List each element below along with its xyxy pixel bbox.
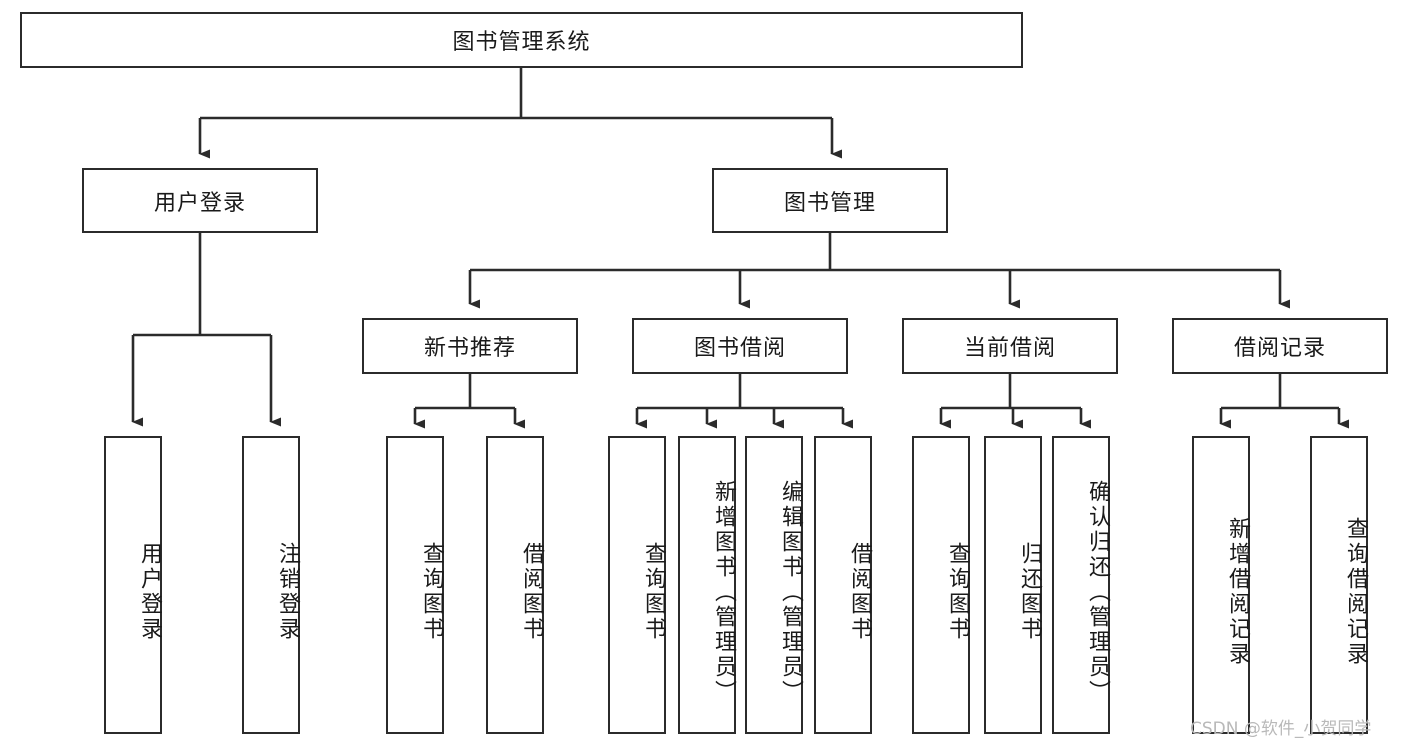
node-leaf-query-book-current-label: 查询图书 (945, 542, 970, 642)
node-leaf-edit-book-label: 编辑图书（管理员） (778, 479, 803, 705)
node-leaf-return-book-label: 归还图书 (1017, 542, 1042, 642)
node-leaf-user-login-label: 用户登录 (137, 542, 162, 642)
node-book-borrow[interactable]: 图书借阅 (632, 318, 848, 374)
node-borrow-record-label: 借阅记录 (1233, 336, 1326, 361)
node-leaf-confirm-return-label: 确认归还（管理员） (1085, 479, 1110, 705)
node-leaf-borrow-book-rec[interactable]: 借阅图书 (486, 436, 544, 734)
node-current-borrow[interactable]: 当前借阅 (902, 318, 1118, 374)
node-leaf-add-book-label: 新增图书（管理员） (711, 479, 736, 705)
node-leaf-query-book-rec[interactable]: 查询图书 (386, 436, 444, 734)
node-leaf-user-login[interactable]: 用户登录 (104, 436, 162, 734)
node-leaf-query-book-current[interactable]: 查询图书 (912, 436, 970, 734)
node-leaf-logout[interactable]: 注销登录 (242, 436, 300, 734)
node-new-book-rec[interactable]: 新书推荐 (362, 318, 578, 374)
node-leaf-confirm-return[interactable]: 确认归还（管理员） (1052, 436, 1110, 734)
node-leaf-query-book-rec-label: 查询图书 (419, 542, 444, 642)
node-current-borrow-label: 当前借阅 (963, 336, 1056, 361)
node-leaf-query-borrow-record-label: 查询借阅记录 (1343, 517, 1368, 667)
node-root-label: 图书管理系统 (452, 30, 591, 55)
node-leaf-add-borrow-record[interactable]: 新增借阅记录 (1192, 436, 1250, 734)
node-user-login-label: 用户登录 (153, 190, 246, 216)
node-leaf-borrow-book[interactable]: 借阅图书 (814, 436, 872, 734)
node-leaf-borrow-book-label: 借阅图书 (847, 542, 872, 642)
node-user-login[interactable]: 用户登录 (82, 168, 318, 233)
node-leaf-query-borrow-record[interactable]: 查询借阅记录 (1310, 436, 1368, 734)
node-book-manage-label: 图书管理 (783, 190, 876, 216)
node-root[interactable]: 图书管理系统 (20, 12, 1023, 68)
node-new-book-rec-label: 新书推荐 (423, 336, 516, 361)
node-leaf-query-book-borrow-label: 查询图书 (641, 542, 666, 642)
node-leaf-logout-label: 注销登录 (275, 542, 300, 642)
node-leaf-add-borrow-record-label: 新增借阅记录 (1225, 517, 1250, 667)
node-borrow-record[interactable]: 借阅记录 (1172, 318, 1388, 374)
node-leaf-borrow-book-rec-label: 借阅图书 (519, 542, 544, 642)
node-leaf-add-book[interactable]: 新增图书（管理员） (678, 436, 736, 734)
node-leaf-edit-book[interactable]: 编辑图书（管理员） (745, 436, 803, 734)
node-book-borrow-label: 图书借阅 (693, 336, 786, 361)
node-leaf-query-book-borrow[interactable]: 查询图书 (608, 436, 666, 734)
node-book-manage[interactable]: 图书管理 (712, 168, 948, 233)
node-leaf-return-book[interactable]: 归还图书 (984, 436, 1042, 734)
csdn-watermark: CSDN @软件_小贺同学 (1190, 719, 1372, 739)
